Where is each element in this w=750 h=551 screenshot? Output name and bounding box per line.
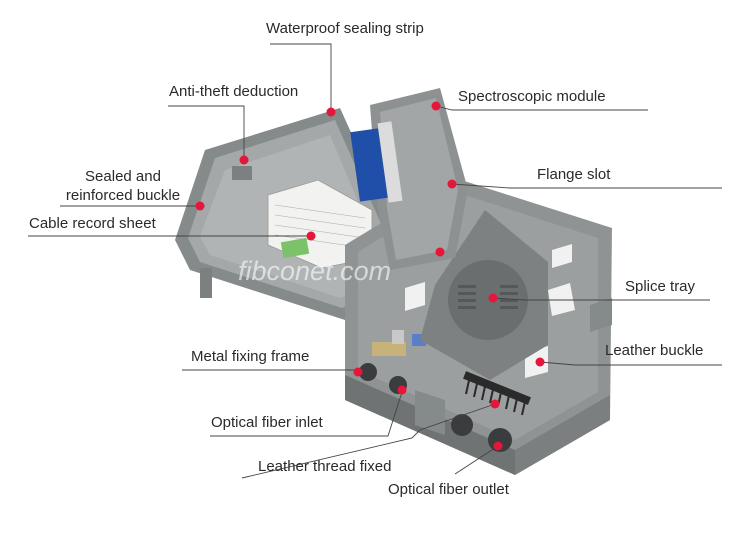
splice-tray [420, 210, 548, 380]
marker-metal-frame [353, 367, 363, 377]
marker-splice [488, 293, 498, 303]
label-fiber-outlet: Optical fiber outlet [388, 481, 509, 498]
marker-leather-buckle [535, 357, 545, 367]
label-cable-record: Cable record sheet [29, 215, 156, 232]
label-metal-frame: Metal fixing frame [191, 348, 310, 365]
label-waterproof: Waterproof sealing strip [266, 20, 424, 37]
label-antitheft: Anti-theft deduction [169, 83, 299, 100]
label-splice: Splice tray [625, 278, 696, 295]
label-leather-buckle: Leather buckle [605, 342, 704, 359]
markers [195, 101, 545, 451]
watermark: fibconet.com [238, 256, 391, 286]
marker-leather-thread [490, 399, 500, 409]
label-sealed: Sealed and reinforced buckle [58, 167, 188, 205]
leader-lines [28, 43, 722, 479]
marker-antitheft [239, 155, 249, 165]
marker-fiber-outlet [493, 441, 503, 451]
marker-sealed [195, 201, 205, 211]
label-sealed-line2: reinforced buckle [65, 187, 181, 204]
marker-spectroscopic [431, 101, 441, 111]
marker-waterproof [326, 107, 336, 117]
marker-extra [435, 247, 445, 257]
spectroscopic-module [350, 88, 468, 270]
label-flange: Flange slot [537, 166, 611, 183]
label-spectroscopic: Spectroscopic module [458, 88, 606, 105]
label-fiber-inlet: Optical fiber inlet [211, 414, 323, 431]
label-sealed-line1: Sealed and [85, 168, 161, 185]
marker-fiber-inlet [397, 385, 407, 395]
label-leather-thread: Leather thread fixed [258, 458, 392, 475]
marker-flange [447, 179, 457, 189]
box-lid [175, 108, 395, 320]
marker-cable-record [306, 231, 316, 241]
